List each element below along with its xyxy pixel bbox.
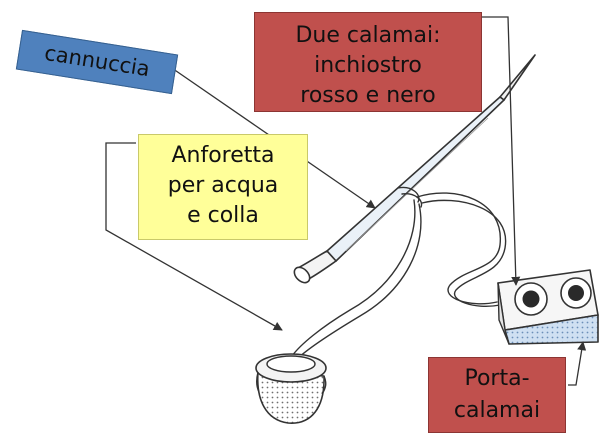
anforetta-line-3: e colla	[139, 201, 307, 231]
binding-cord-drawing	[292, 187, 506, 360]
amphora-drawing	[256, 354, 326, 423]
porta-calamai-line-1: Porta-	[429, 363, 565, 395]
due-calamai-line-2: inchiostro	[255, 51, 481, 81]
due-calamai-label: Due calamai: inchiostro rosso e nero	[254, 12, 482, 112]
porta-calamai-label: Porta- calamai	[428, 357, 566, 433]
calamai-arrow	[482, 17, 516, 285]
due-calamai-line-1: Due calamai:	[255, 21, 481, 51]
anforetta-label: Anforetta per acqua e colla	[138, 134, 308, 240]
portacalamai-arrow	[568, 342, 583, 385]
anforetta-line-1: Anforetta	[139, 141, 307, 171]
inkwell-holder-drawing	[498, 270, 598, 344]
porta-calamai-line-2: calamai	[429, 395, 565, 427]
due-calamai-line-3: rosso e nero	[255, 81, 481, 111]
anforetta-line-2: per acqua	[139, 171, 307, 201]
